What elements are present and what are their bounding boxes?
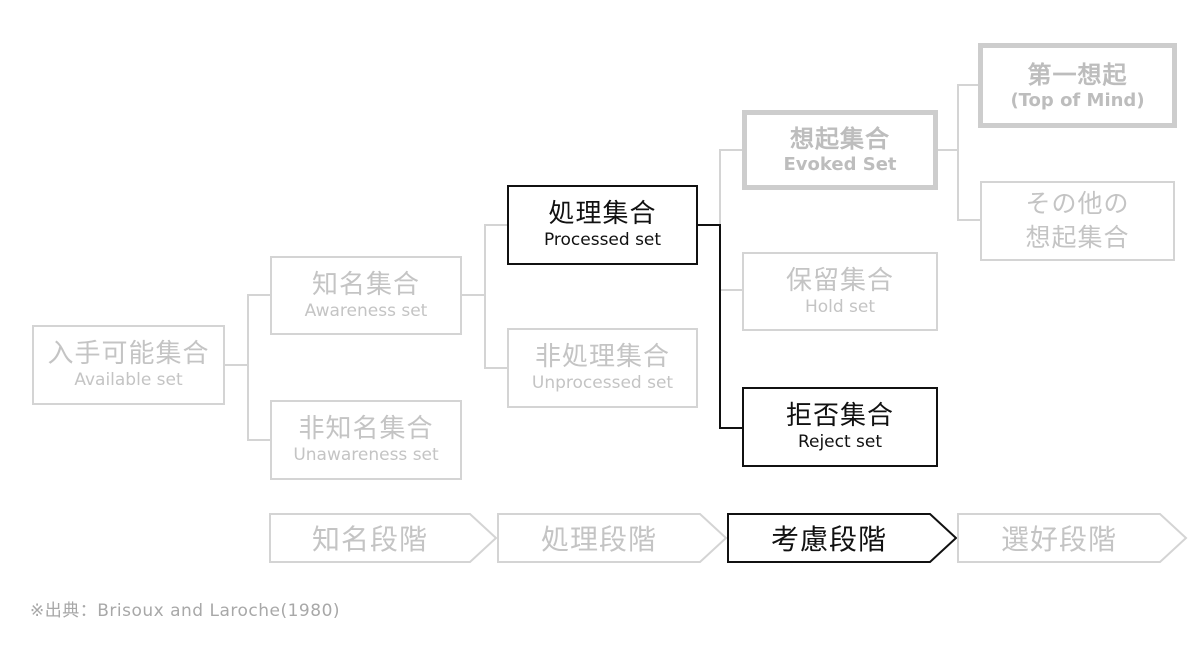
stage-processing-label: 処理段階: [540, 523, 657, 556]
top-of-mind-en: (Top of Mind): [1010, 89, 1145, 111]
reject-set-en: Reject set: [797, 432, 883, 452]
other-evoked-line2: 想起集合: [1025, 223, 1130, 252]
awareness-set-ja: 知名集合: [311, 269, 420, 300]
awareness-set-box: 知名集合 Awareness set: [270, 256, 462, 335]
top-of-mind-ja: 第一想起: [1027, 60, 1128, 89]
unawareness-set-en: Unawareness set: [293, 445, 439, 465]
awareness-set-en: Awareness set: [304, 300, 428, 321]
other-evoked-box: その他の 想起集合: [980, 181, 1175, 261]
available-set-en: Available set: [74, 370, 183, 390]
stage-arrow-1: [269, 513, 498, 563]
hold-set-box: 保留集合 Hold set: [742, 252, 938, 331]
processed-set-en: Processed set: [543, 230, 662, 250]
connector-evoked-topofmind: [938, 84, 980, 151]
connector-evoked-other: [957, 150, 980, 221]
stage-awareness-label: 知名段階: [311, 523, 428, 556]
evoked-set-box: 想起集合 Evoked Set: [742, 110, 938, 190]
unprocessed-set-en: Unprocessed set: [531, 373, 674, 393]
reject-set-ja: 拒否集合: [785, 401, 894, 431]
stage-arrow-4: [957, 513, 1188, 563]
evoked-set-ja: 想起集合: [790, 125, 890, 153]
connector-available-unawareness: [247, 365, 270, 441]
reject-set-box: 拒否集合 Reject set: [742, 387, 938, 467]
unprocessed-set-ja: 非処理集合: [534, 342, 670, 372]
hold-set-en: Hold set: [804, 296, 876, 317]
available-set-ja: 入手可能集合: [47, 339, 210, 369]
unawareness-set-ja: 非知名集合: [298, 414, 434, 444]
stage-arrow-3: [727, 513, 958, 563]
stage-consideration-label: 考慮段階: [770, 523, 887, 556]
source-citation: ※出典：Brisoux and Laroche(1980): [30, 601, 341, 621]
evoked-set-en: Evoked Set: [783, 154, 897, 175]
connector-awareness-unprocessed: [484, 295, 507, 369]
unawareness-set-box: 非知名集合 Unawareness set: [270, 400, 462, 480]
connector-awareness-processed: [462, 224, 507, 296]
available-set-box: 入手可能集合 Available set: [32, 325, 225, 405]
top-of-mind-box: 第一想起 (Top of Mind): [978, 43, 1177, 128]
processed-set-ja: 処理集合: [548, 199, 657, 229]
unprocessed-set-box: 非処理集合 Unprocessed set: [507, 328, 698, 408]
processed-set-box: 処理集合 Processed set: [507, 185, 698, 265]
connector-available-awareness: [225, 294, 270, 366]
stage-preference-label: 選好段階: [1000, 523, 1117, 556]
connector-processed-evoked: [719, 149, 742, 225]
other-evoked-line1: その他の: [1025, 189, 1130, 218]
stage-arrow-2: [497, 513, 728, 563]
hold-set-ja: 保留集合: [785, 265, 894, 296]
connector-processed-reject: [698, 224, 742, 429]
